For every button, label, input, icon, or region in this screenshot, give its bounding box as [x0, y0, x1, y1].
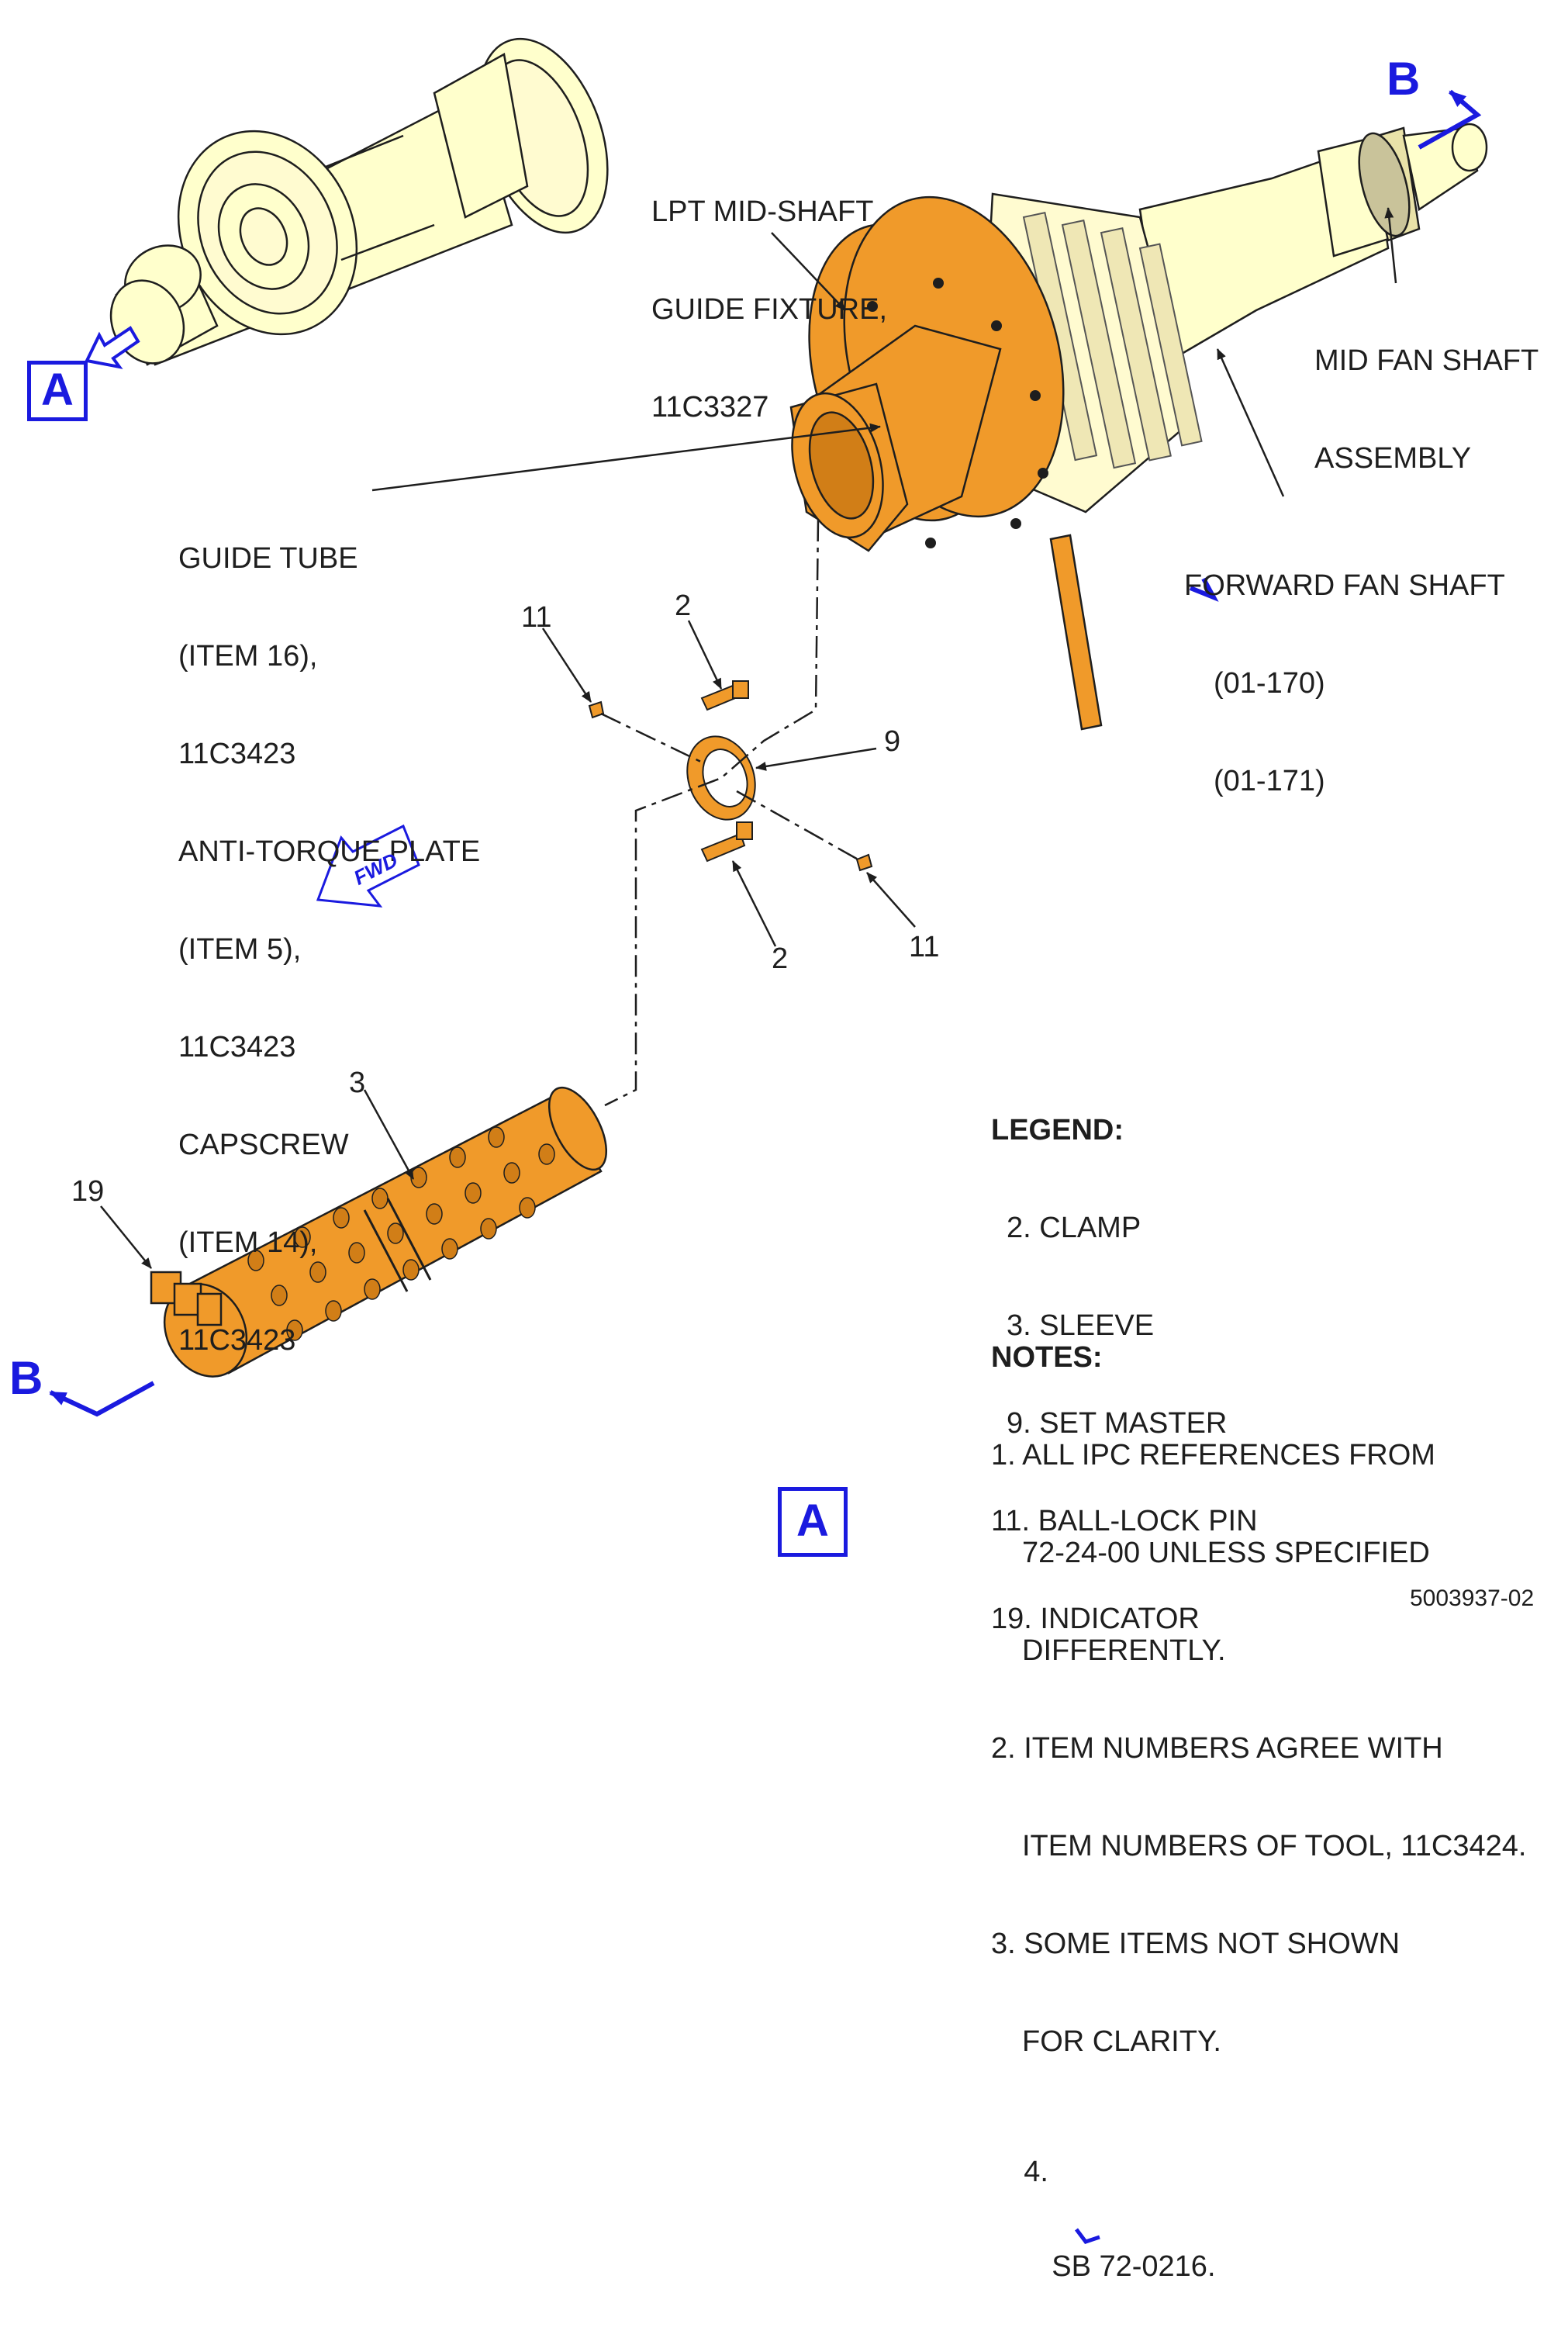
- note-3-line-2: FOR CLARITY.: [1022, 2025, 1221, 2058]
- guide-tube-line-2: (ITEM 16),: [178, 640, 318, 673]
- legend-item-sleeve: 3. SLEEVE: [1007, 1309, 1155, 1342]
- note-4-number: 4.: [1024, 2156, 1048, 2188]
- legend-item-ball-lock-pin: 11. BALL-LOCK PIN: [991, 1505, 1258, 1537]
- lpt-fixture-line-1: LPT MID-SHAFT: [651, 195, 874, 228]
- note-4-text: SB 72-0216.: [1052, 2250, 1216, 2283]
- legend-item-set-master: 9. SET MASTER: [1007, 1407, 1228, 1440]
- item-number-pin-upper: 11: [521, 601, 552, 634]
- item-number-pin-lower: 11: [909, 931, 940, 963]
- anti-torque-line-3: 11C3423: [178, 1031, 296, 1063]
- item-number-set-master: 9: [884, 725, 901, 758]
- note-4: 4. SB 72-0216.: [991, 2123, 1526, 2315]
- forward-fan-shaft-label: FORWARD FAN SHAFT (01-170) (01-171): [1184, 504, 1505, 830]
- illustration-canvas: LPT MID-SHAFT GUIDE FIXTURE, 11C3327 MID…: [9, 37, 1539, 2283]
- note-1-line-3: DIFFERENTLY.: [1022, 1634, 1226, 1667]
- exploded-view-drawing: [49, 37, 1488, 1417]
- revision-mark-icon: [1189, 577, 1219, 602]
- section-b-label-top: B: [1387, 53, 1421, 105]
- note-2-line-1: 2. ITEM NUMBERS AGREE WITH: [991, 1732, 1443, 1765]
- guide-tube-group-label: GUIDE TUBE (ITEM 16), 11C3423 ANTI-TORQU…: [178, 477, 480, 1389]
- legend-item-clamp: 2. CLAMP: [1007, 1212, 1141, 1244]
- section-b-top-arrow: [1418, 89, 1482, 150]
- capscrew-line-2: (ITEM 14),: [178, 1226, 318, 1259]
- guide-tube-line-1: GUIDE TUBE: [178, 542, 358, 575]
- shaft-overview-view-a: [109, 37, 609, 366]
- view-a-marker-top: A: [27, 361, 88, 421]
- figure-id: 5003937-02: [1410, 1586, 1535, 1611]
- leader-lines: [100, 207, 1397, 1269]
- forward-fan-shaft-line-3: (01-171): [1214, 765, 1325, 797]
- anti-torque-line-1: ANTI-TORQUE PLATE: [178, 835, 481, 868]
- mid-fan-shaft-line-1: MID FAN SHAFT: [1314, 344, 1539, 377]
- view-a-marker-bottom: A: [778, 1487, 848, 1557]
- forward-fan-shaft-line-2: (01-170): [1214, 667, 1325, 700]
- capscrew-line-3: 11C3423: [178, 1324, 296, 1357]
- note-1-line-2: 72-24-00 UNLESS SPECIFIED: [1022, 1537, 1430, 1569]
- forward-fan-shaft-line-1: FORWARD FAN SHAFT: [1184, 569, 1505, 602]
- notes-title: NOTES:: [991, 1341, 1103, 1374]
- lpt-fixture-line-3: 11C3327: [651, 391, 769, 424]
- set-master-and-clamps: [588, 680, 873, 872]
- section-b-label-bottom: B: [9, 1352, 43, 1404]
- view-a-pointer-arrow: [85, 326, 140, 369]
- item-number-sleeve: 3: [349, 1067, 366, 1099]
- capscrew-line-1: CAPSCREW: [178, 1129, 349, 1161]
- lpt-fixture-line-2: GUIDE FIXTURE,: [651, 293, 888, 326]
- item-number-clamp-lower: 2: [772, 942, 789, 975]
- note-1-line-1: 1. ALL IPC REFERENCES FROM: [991, 1439, 1435, 1471]
- mid-fan-shaft-label: MID FAN SHAFT ASSEMBLY: [1314, 279, 1539, 507]
- legend-block: LEGEND: 2. CLAMP 3. SLEEVE 9. SET MASTER…: [991, 1049, 1258, 1668]
- anti-torque-line-2: (ITEM 5),: [178, 933, 302, 966]
- item-number-indicator: 19: [71, 1175, 105, 1208]
- guide-tube-line-3: 11C3423: [178, 738, 296, 770]
- note-2-line-2: ITEM NUMBERS OF TOOL, 11C3424.: [1022, 1830, 1527, 1862]
- fan-shaft-assembly: [789, 123, 1488, 731]
- assembly-centerlines: [600, 519, 862, 1107]
- section-b-bottom-arrow: [49, 1381, 155, 1417]
- mid-fan-shaft-line-2: ASSEMBLY: [1314, 442, 1472, 475]
- notes-block: NOTES: 1. ALL IPC REFERENCES FROM 72-24-…: [991, 1276, 1526, 2348]
- fwd-arrow-outline: [316, 824, 420, 908]
- sleeve-and-indicator: [150, 1086, 608, 1378]
- note-3-line-1: 3. SOME ITEMS NOT SHOWN: [991, 1928, 1400, 1960]
- revision-check-icon: [1024, 2188, 1100, 2244]
- legend-title: LEGEND:: [991, 1114, 1124, 1146]
- lpt-fixture-label: LPT MID-SHAFT GUIDE FIXTURE, 11C3327: [651, 130, 887, 456]
- item-number-clamp-upper: 2: [675, 590, 692, 622]
